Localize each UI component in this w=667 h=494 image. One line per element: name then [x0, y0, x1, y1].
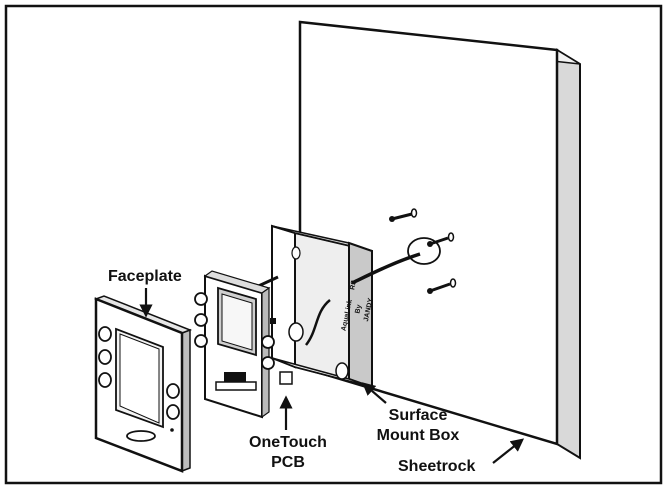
faceplate-label: Faceplate — [108, 268, 182, 285]
surface-mount-box: AquaLink RS By JANDY — [271, 224, 375, 389]
screw-icon — [389, 208, 418, 222]
mount-box-label-line2: Mount Box — [377, 427, 460, 444]
sheetrock-label: Sheetrock — [398, 458, 475, 475]
pcb-label-line2: PCB — [271, 454, 305, 471]
faceplate-button — [126, 430, 156, 442]
faceplate-button — [166, 404, 180, 420]
arrow-icon — [492, 438, 525, 464]
faceplate-button — [98, 372, 112, 388]
pcb-label-line1: OneTouch — [249, 434, 327, 451]
mount-box-imprint-line2: RS — [349, 279, 358, 290]
cable-icon — [351, 252, 421, 285]
onetouch-pcb — [194, 270, 293, 419]
screw-icon — [427, 232, 455, 247]
mount-box-imprint-line4: JANDY — [363, 297, 375, 322]
screw-icon — [427, 278, 457, 294]
faceplate-button — [166, 383, 180, 399]
cable-icon — [304, 299, 331, 346]
arrow-icon — [362, 382, 387, 404]
faceplate-button — [98, 326, 112, 342]
mount-box-label-line1: Surface — [389, 407, 448, 424]
mount-box-imprint-line3: By — [354, 304, 363, 314]
faceplate — [93, 295, 193, 473]
faceplate-button — [98, 349, 112, 365]
